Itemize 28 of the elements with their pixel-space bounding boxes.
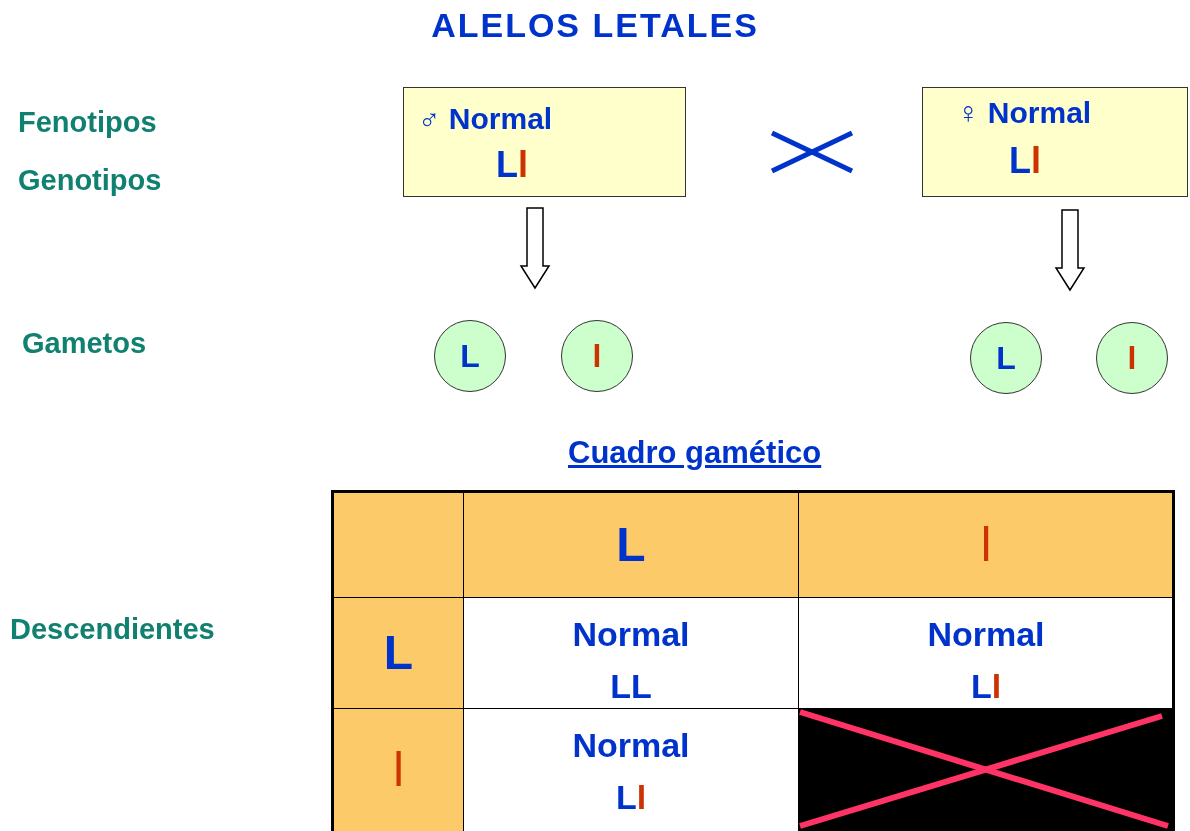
cell-text: Normal	[572, 614, 690, 655]
allele-text: L	[383, 629, 414, 677]
row-label: Gametos	[22, 327, 147, 360]
gamete-circle: L	[434, 320, 506, 392]
parent-box	[403, 87, 686, 197]
allele-text: l	[393, 746, 404, 794]
gamete-circle: l	[561, 320, 633, 392]
cell-text: Ll	[615, 777, 647, 818]
cell-text: Normal	[572, 725, 690, 766]
allele-text: l	[980, 521, 992, 569]
row-label: Descendientes	[10, 613, 215, 646]
phenotype-text: ♀ Normal	[957, 96, 1092, 130]
genotype-text: Ll	[496, 144, 528, 186]
gamete-circle: L	[970, 322, 1042, 394]
genotype-text: Ll	[1009, 140, 1041, 182]
gamete-circle: l	[1096, 322, 1168, 394]
row-label: Genotipos	[18, 164, 162, 197]
cell-text: LL	[610, 666, 652, 707]
cell-text: Normal	[927, 614, 1045, 655]
phenotype-text: ♂ Normal	[418, 102, 553, 136]
row-label: Fenotipos	[18, 106, 157, 139]
cell-text: Ll	[970, 666, 1002, 707]
title: ALELOS LETALES	[430, 6, 760, 45]
parent-box	[922, 87, 1188, 197]
table-heading: Cuadro gamético	[568, 435, 822, 471]
hollow-arrow	[1054, 209, 1086, 292]
allele-text: L	[616, 521, 646, 569]
hollow-arrow	[519, 207, 551, 290]
